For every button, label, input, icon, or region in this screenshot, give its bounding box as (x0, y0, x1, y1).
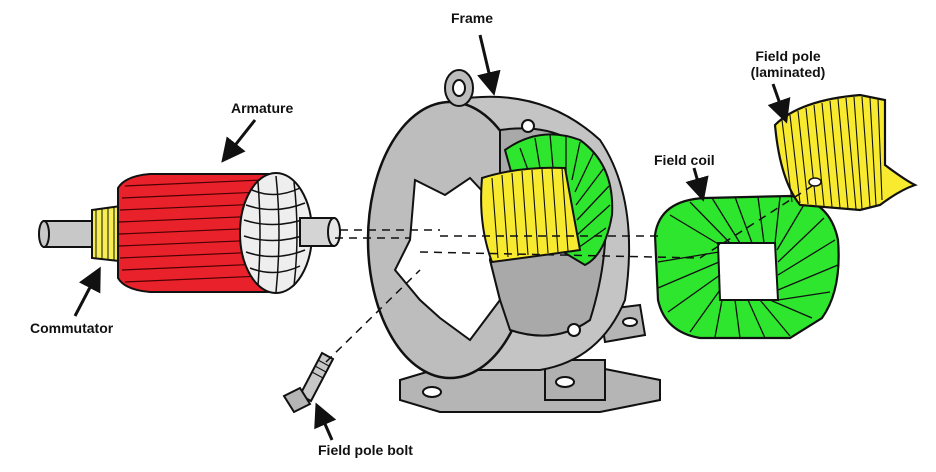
label-arrows (73, 34, 791, 441)
frame-label: Frame (451, 10, 494, 26)
field-coil-part (653, 194, 840, 340)
commutator-label: Commutator (30, 320, 114, 336)
field-pole-label-line1: Field pole (755, 48, 821, 64)
field-pole-bolt-arrow (314, 402, 337, 441)
field-pole-bolt-label: Field pole bolt (318, 442, 413, 458)
frame-part (366, 69, 661, 413)
field-coil-label: Field coil (654, 152, 715, 168)
field-pole-label-line2: (laminated) (750, 64, 826, 80)
field-pole-label: Field pole (laminated) (728, 48, 848, 80)
assembly-guide-lines (325, 185, 813, 363)
armature-label: Armature (231, 100, 294, 116)
field-coil-arrow (685, 167, 709, 202)
field-pole-arrow (767, 83, 791, 124)
armature-arrow (221, 119, 257, 163)
frame-arrow (477, 34, 501, 96)
field-pole-bolt-part (282, 351, 335, 414)
commutator-arrow (73, 266, 101, 317)
field-pole-part (773, 93, 918, 212)
armature-part (38, 172, 341, 294)
